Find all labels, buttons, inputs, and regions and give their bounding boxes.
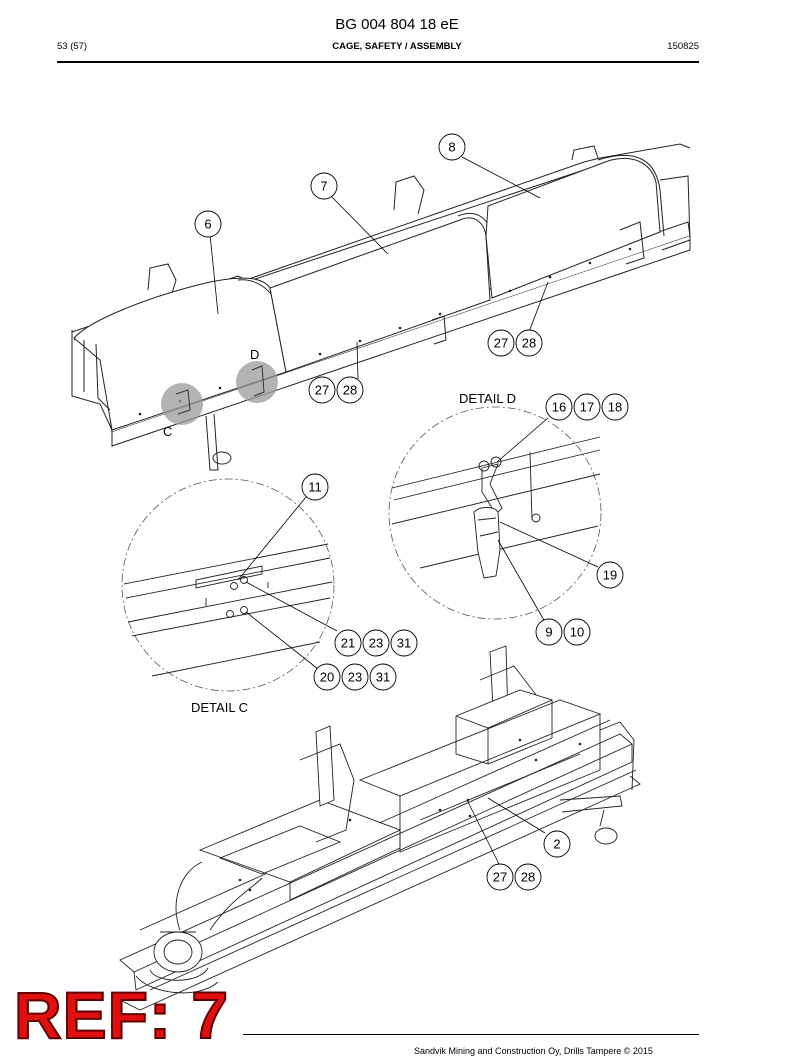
callout-bubble: 28 bbox=[515, 329, 543, 357]
callout-bubble: 20 bbox=[313, 663, 341, 691]
callout-bubble: 6 bbox=[194, 210, 222, 238]
callout-bubble: 8 bbox=[438, 133, 466, 161]
safety-cage-drawing bbox=[71, 143, 691, 471]
callout-number: 19 bbox=[603, 568, 617, 583]
callout-circle bbox=[515, 329, 543, 357]
callout-number: 17 bbox=[580, 400, 594, 415]
callout-bubble: 16 bbox=[545, 393, 573, 421]
callout-circle bbox=[334, 629, 362, 657]
callout-bubble: 31 bbox=[369, 663, 397, 691]
callout-circle bbox=[438, 133, 466, 161]
callout-number: 23 bbox=[369, 636, 383, 651]
callout-bubble: 31 bbox=[390, 629, 418, 657]
callout-number: 20 bbox=[320, 670, 334, 685]
callout-number: 21 bbox=[341, 636, 355, 651]
callout-bubble: 28 bbox=[514, 863, 542, 891]
detail-c-title: DETAIL C bbox=[191, 700, 248, 715]
page-number: 53 (57) bbox=[57, 41, 88, 52]
callout-number: 27 bbox=[493, 870, 507, 885]
callout-bubble: 23 bbox=[362, 629, 390, 657]
callout-number: 9 bbox=[545, 625, 552, 640]
callout-bubble: 23 bbox=[341, 663, 369, 691]
callout-number: 27 bbox=[494, 336, 508, 351]
date-code: 150825 bbox=[667, 41, 699, 52]
callout-number: 10 bbox=[570, 625, 584, 640]
callout-bubble: 10 bbox=[563, 618, 591, 646]
callout-number: 18 bbox=[608, 400, 622, 415]
zone-c-label: C bbox=[163, 424, 172, 439]
zone-d-label: D bbox=[250, 347, 259, 362]
footer-rule bbox=[243, 1034, 699, 1035]
callout-number: 28 bbox=[343, 383, 357, 398]
ref-stamp: REF: 7 bbox=[13, 978, 230, 1052]
callout-circle bbox=[596, 561, 624, 589]
callout-bubble: 17 bbox=[573, 393, 601, 421]
callout-bubble: 19 bbox=[596, 561, 624, 589]
callout-bubble: 2 bbox=[543, 830, 571, 858]
callout-circle bbox=[341, 663, 369, 691]
zone-c-marker bbox=[161, 383, 203, 425]
callout-circle bbox=[336, 376, 364, 404]
carrier-assembly-drawing bbox=[119, 645, 641, 1011]
callout-bubble: 7 bbox=[310, 172, 338, 200]
callout-circle bbox=[514, 863, 542, 891]
callout-bubble: 27 bbox=[486, 863, 514, 891]
callout-circle bbox=[573, 393, 601, 421]
detail-d-title: DETAIL D bbox=[459, 391, 516, 406]
document-title: BG 004 804 18 eE bbox=[335, 16, 459, 33]
callout-number: 23 bbox=[348, 670, 362, 685]
callout-number: 28 bbox=[522, 336, 536, 351]
callout-number: 6 bbox=[204, 217, 211, 232]
callout-bubble: 11 bbox=[301, 473, 329, 501]
callout-bubble: 28 bbox=[336, 376, 364, 404]
callout-circle bbox=[390, 629, 418, 657]
callout-circle bbox=[486, 863, 514, 891]
callout-bubble: 27 bbox=[308, 376, 336, 404]
callout-circle bbox=[563, 618, 591, 646]
callout-number: 31 bbox=[376, 670, 390, 685]
callout-circle bbox=[194, 210, 222, 238]
callout-number: 27 bbox=[315, 383, 329, 398]
callout-bubble: 9 bbox=[535, 618, 563, 646]
callout-circle bbox=[545, 393, 573, 421]
callout-circle bbox=[362, 629, 390, 657]
callout-number: 16 bbox=[552, 400, 566, 415]
callout-number: 7 bbox=[320, 179, 327, 194]
callout-circle bbox=[310, 172, 338, 200]
callout-bubble: 27 bbox=[487, 329, 515, 357]
callouts-layer: 8 7 6 27 28 27 28 16 17 18 11 19 9 10 21 23 31 20 23 31 2 27 2… bbox=[194, 133, 629, 891]
callout-number: 8 bbox=[448, 140, 455, 155]
callout-circle bbox=[308, 376, 336, 404]
detail-c-view bbox=[121, 478, 338, 692]
callout-circle bbox=[535, 618, 563, 646]
callout-circle bbox=[369, 663, 397, 691]
section-title: CAGE, SAFETY / ASSEMBLY bbox=[332, 41, 462, 52]
footer-copyright: Sandvik Mining and Construction Oy, Dril… bbox=[414, 1046, 653, 1056]
callout-number: 2 bbox=[553, 837, 560, 852]
header-rule bbox=[57, 61, 699, 63]
leader-lines-bottom bbox=[466, 797, 546, 867]
callout-circle bbox=[313, 663, 341, 691]
zone-d-marker bbox=[236, 361, 278, 403]
callout-bubble: 18 bbox=[601, 393, 629, 421]
callout-circle bbox=[487, 329, 515, 357]
callout-circle bbox=[543, 830, 571, 858]
callout-circle bbox=[301, 473, 329, 501]
callout-bubble: 21 bbox=[334, 629, 362, 657]
leader-lines-top bbox=[209, 156, 549, 380]
callout-number: 11 bbox=[308, 480, 322, 495]
callout-number: 31 bbox=[397, 636, 411, 651]
detail-d-view bbox=[388, 406, 602, 623]
callout-circle bbox=[601, 393, 629, 421]
callout-number: 28 bbox=[521, 870, 535, 885]
